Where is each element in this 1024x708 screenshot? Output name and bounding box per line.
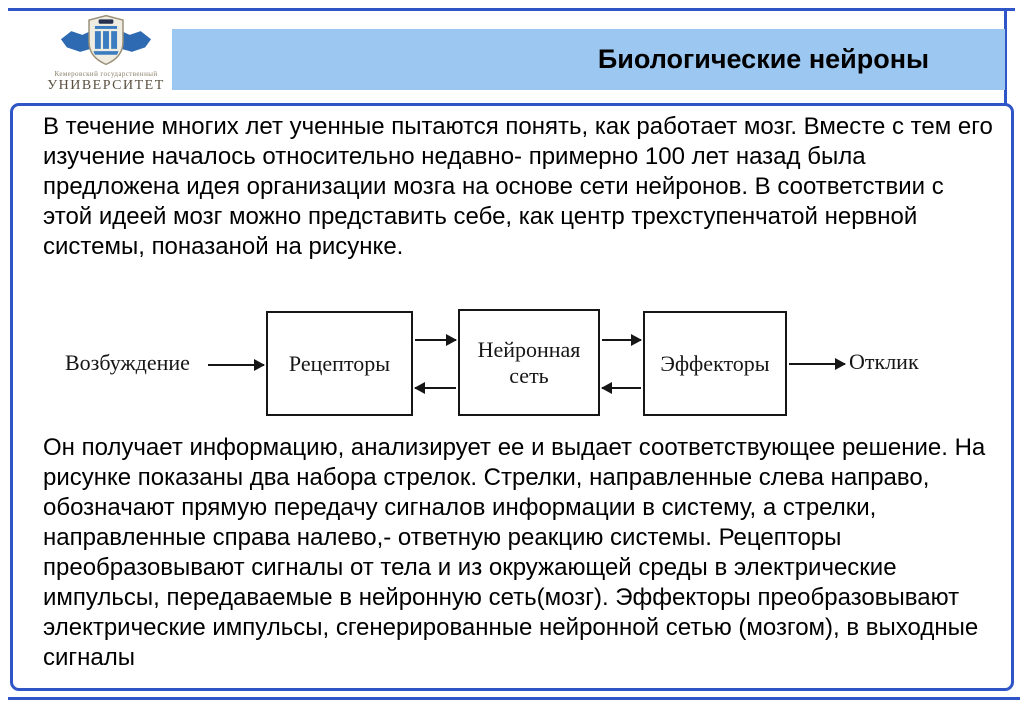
university-logo: Кемеровский государственный УНИВЕРСИТЕТ [40, 11, 172, 101]
slide-title: Биологические нейроны [597, 44, 930, 74]
forward-arrow-receptors-to-network-icon [415, 334, 457, 346]
forward-arrow-network-to-effectors-icon [602, 334, 642, 346]
university-emblem-icon [60, 14, 152, 66]
nervous-system-diagram: Возбуждение Рецепторы Нейронная сеть Эфф… [43, 303, 953, 428]
paragraph-intro: В течение многих лет ученные пытаются по… [43, 113, 993, 260]
input-arrow-icon [208, 359, 265, 371]
diagram-box-neural-network: Нейронная сеть [458, 309, 600, 416]
bottom-border-line [8, 697, 1020, 700]
output-arrow-icon [789, 358, 846, 370]
university-org-line: Кемеровский государственный [54, 70, 158, 78]
content-box: В течение многих лет ученные пытаются по… [10, 103, 1014, 691]
feedback-arrow-network-to-receptors-icon [414, 382, 456, 394]
right-border-line [1004, 8, 1007, 105]
paragraph-description: Он получает информацию, анализирует ее и… [43, 434, 986, 671]
diagram-output-label: Отклик [849, 349, 919, 374]
diagram-input-label: Возбуждение [65, 350, 190, 375]
top-border-line [8, 8, 1015, 11]
feedback-arrow-effectors-to-network-icon [601, 382, 641, 394]
diagram-box-effectors: Эффекторы [643, 311, 787, 416]
title-bar: Биологические нейроны [172, 29, 1005, 90]
diagram-box-receptors: Рецепторы [266, 311, 413, 416]
university-name: УНИВЕРСИТЕТ [47, 78, 165, 93]
